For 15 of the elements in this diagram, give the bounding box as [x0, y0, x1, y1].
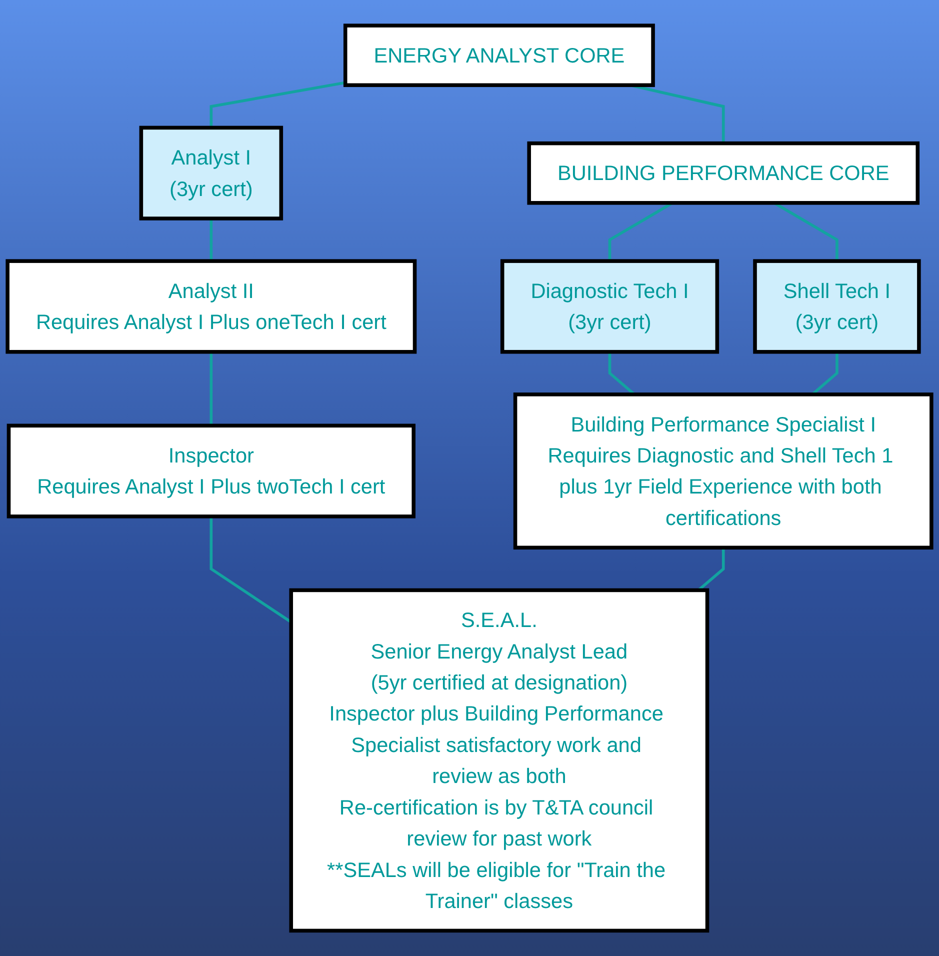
connector [210, 218, 213, 261]
node-box: Analyst I (3yr cert) [139, 126, 284, 220]
node-box: Diagnostic Tech I (3yr cert) [500, 259, 720, 354]
connector [698, 548, 725, 592]
node-box: S.E.A.L. Senior Energy Analyst Lead (5yr certified at designation) Inspector plus Building Performance Specialist satisfactory work and review as both Re-certification is by T&TA council review for past work **SEALs will be eligible for "Train the Trainer" classes [289, 588, 710, 932]
node-box: BUILDING PERFORMANCE CORE [527, 141, 920, 205]
node-box: ENERGY ANALYST CORE [343, 24, 655, 87]
node-box: Analyst II Requires Analyst I Plus oneTech I cert [6, 259, 417, 354]
connector [608, 352, 636, 396]
connector [210, 81, 346, 128]
connector [811, 352, 838, 396]
node-box: Shell Tech I (3yr cert) [753, 259, 921, 354]
node-box: Inspector Requires Analyst I Plus twoTech I cert [6, 424, 416, 518]
connector [210, 352, 213, 426]
node-box: Building Performance Specialist I Requires Diagnostic and Shell Tech 1 plus 1yr Field Experience with both certifications [513, 392, 934, 550]
